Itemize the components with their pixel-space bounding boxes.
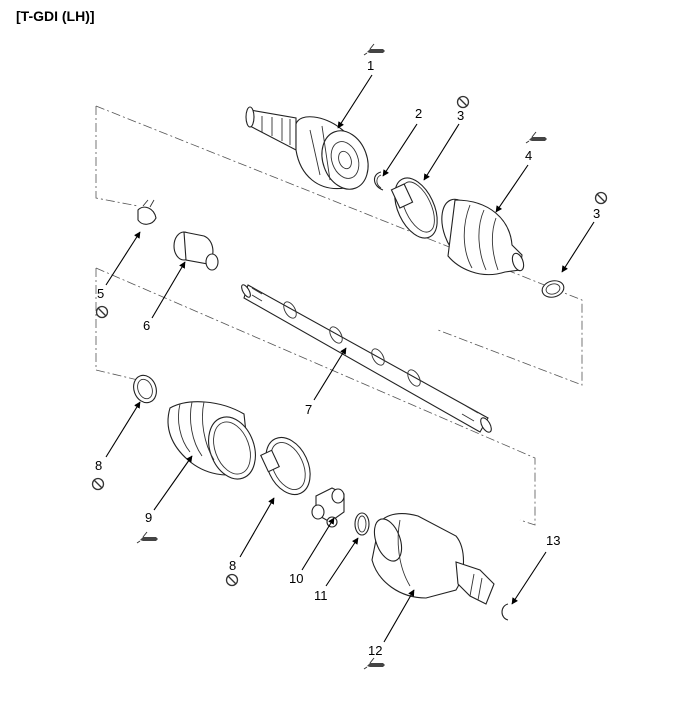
assembly-lines (95, 105, 583, 526)
do-not-reuse-icon (594, 191, 608, 205)
callout-8a: 8 (95, 458, 102, 473)
callout-2: 2 (415, 106, 422, 121)
grease-icon (363, 43, 386, 56)
circlip-11 (354, 512, 370, 536)
leader-lines (105, 74, 595, 643)
boot-band-8a (133, 374, 157, 404)
boot-band-3b (541, 280, 565, 298)
callout-11: 11 (314, 588, 328, 603)
boot-band-3a (390, 177, 438, 239)
do-not-reuse-icon (91, 477, 105, 491)
do-not-reuse-icon (95, 305, 109, 319)
outer-cv-joint (245, 106, 369, 190)
grease-icon (363, 657, 386, 670)
callout-4: 4 (525, 148, 532, 163)
callout-7: 7 (305, 402, 312, 417)
callout-8b: 8 (229, 558, 236, 573)
outer-boot (441, 198, 525, 276)
grease-icon (525, 131, 548, 144)
do-not-reuse-icon (225, 573, 239, 587)
callout-1: 1 (367, 58, 374, 73)
callout-13: 13 (546, 533, 560, 548)
callout-3b: 3 (593, 206, 600, 221)
clip-5 (137, 199, 157, 225)
inner-boot (167, 401, 256, 480)
circlip-13 (501, 603, 509, 621)
do-not-reuse-icon (456, 95, 470, 109)
grease-icon (136, 531, 159, 544)
circlip-2 (373, 171, 384, 191)
boot-band-8b (260, 436, 311, 496)
callout-10: 10 (289, 571, 303, 586)
damper-6 (173, 231, 219, 271)
callout-9: 9 (145, 510, 152, 525)
inner-cv-joint (371, 513, 495, 605)
callout-12: 12 (368, 643, 382, 658)
callout-3a: 3 (457, 108, 464, 123)
diagram-title: [T-GDI (LH)] (16, 8, 95, 24)
spider-10 (311, 487, 345, 528)
drive-shaft-7 (241, 284, 492, 433)
callout-5: 5 (97, 286, 104, 301)
callout-6: 6 (143, 318, 150, 333)
